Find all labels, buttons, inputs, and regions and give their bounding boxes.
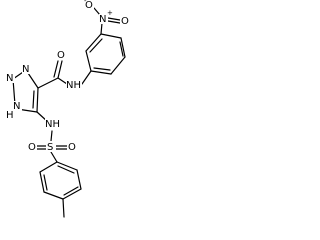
bond-aryl-1 [85, 50, 92, 72]
bond-carbonyl-o [57, 60, 63, 79]
bond-tolyl-double-a [43, 174, 48, 191]
bond-carbonyl-o-double [53, 60, 59, 78]
sulfonamide-nh-label: NH [45, 119, 60, 130]
bond-aryl-double-c [93, 67, 111, 71]
nitro-oxygen-top-label: O [85, 0, 93, 11]
atom-label-set: O NH N + O - O N N N H NH S O O [6, 0, 130, 153]
nitro-nitrogen-label: N [99, 14, 106, 25]
bond-tolyl-5 [76, 169, 82, 190]
triazole-nitrogen-left-label: N [6, 73, 13, 84]
bond-tolyl-3 [43, 191, 64, 200]
bond-aryl-5 [110, 56, 126, 75]
amide-nh-label: NH [66, 80, 81, 91]
bond-carbonyl-nh [57, 77, 68, 85]
bond-tolyl-2 [39, 171, 45, 193]
triazole-nh-hydrogen-label: H [6, 110, 14, 121]
bond-triazole-n2-n1 [12, 78, 16, 106]
bond-c4-carbonyl [37, 77, 59, 89]
bond-nh-aryl [81, 70, 92, 85]
triazole-nitrogen-top-label: N [22, 64, 29, 75]
bond-triazole-c5-c4 [36, 87, 39, 113]
chemical-structure: O NH N + O - O N N N H NH S O O [6, 0, 130, 218]
bond-nitro-o-right [107, 17, 121, 21]
sulfonyl-oxygen-right-label: O [68, 142, 76, 153]
bond-nh-s [50, 130, 53, 142]
bond-aryl-double-a [89, 38, 103, 53]
bond-aryl-4 [120, 37, 126, 58]
bond-aryl-nitro [100, 22, 103, 35]
nitro-oxygen-right-label: O [121, 16, 129, 27]
bond-aryl-double-b [119, 41, 124, 57]
bond-aryl-6 [90, 70, 112, 75]
bond-aryl-2 [85, 33, 102, 52]
sulfur-label: S [47, 142, 53, 153]
carbonyl-oxygen-label: O [57, 50, 65, 61]
bond-aryl-3 [100, 33, 122, 39]
bond-tolyl-1 [39, 161, 58, 173]
triazole-nh-nitrogen-label: N [13, 101, 20, 112]
nitro-positive-charge: + [107, 9, 113, 17]
bond-s-tolyl [50, 151, 58, 163]
bond-tolyl-6 [56, 161, 78, 171]
bond-tolyl-4 [62, 188, 82, 200]
bond-tolyl-double-c [57, 165, 75, 174]
sulfonyl-oxygen-left-label: O [28, 142, 36, 153]
bond-nitro-o-top [93, 7, 101, 16]
bond-tolyl-methyl [62, 198, 65, 218]
bond-set [12, 7, 126, 218]
bond-triazole-c5-c4-double [32, 90, 35, 109]
bond-nitro-o-right-double [107, 20, 121, 24]
nitro-negative-charge: - [84, 0, 87, 5]
bond-tolyl-double-b [63, 186, 79, 196]
